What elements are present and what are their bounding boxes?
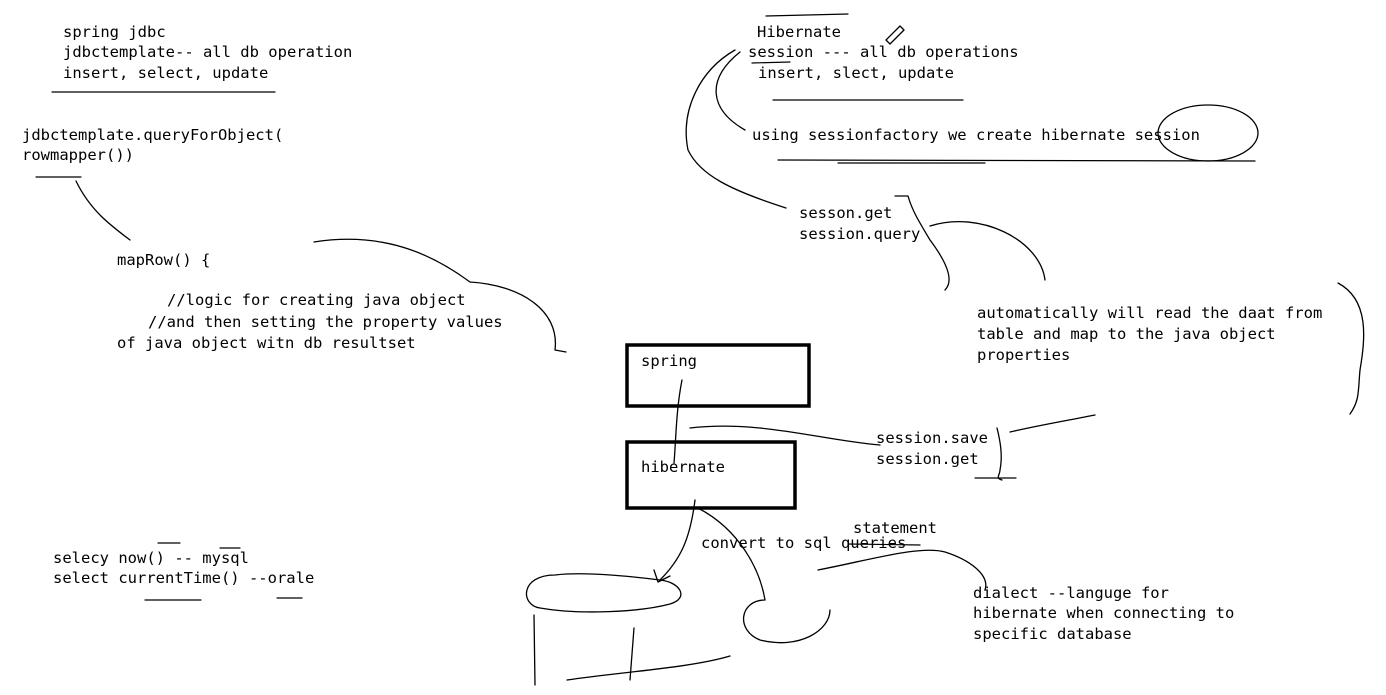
maprow-signature: mapRow() { xyxy=(117,251,211,269)
session-query-line: session.query xyxy=(799,225,921,243)
dialect-line-1: dialect --languge for xyxy=(973,584,1169,602)
jdbctemplate-line: jdbctemplate-- all db operation xyxy=(63,43,353,61)
rowmapper-line: rowmapper()) xyxy=(22,146,134,164)
db-top-ellipse xyxy=(525,573,682,613)
spring-box-label: spring xyxy=(641,352,697,370)
hibernate-to-db-arrow xyxy=(659,499,696,581)
auto-read-line-1: automatically will read the daat from xyxy=(977,304,1323,322)
maprow-comment-3: of java object witn db resultset xyxy=(117,334,416,352)
query-for-object-line: jdbctemplate.queryForObject( xyxy=(22,126,284,144)
auto-read-line-2: table and map to the java object xyxy=(977,325,1276,343)
sql-mysql-line: selecy now() -- mysql xyxy=(53,549,249,567)
session-save-connector xyxy=(689,425,881,446)
hibernate-title: Hibernate xyxy=(757,23,841,41)
crud-ops-line: insert, select, update xyxy=(63,64,269,82)
session-ops-line: session --- all db operations xyxy=(748,43,1019,61)
hibernate-box-label: hibernate xyxy=(641,458,725,476)
arrowhead xyxy=(653,569,671,583)
sessionfactory-line: using sessionfactory we create hibernate… xyxy=(752,126,1200,144)
session-save-line: session.save xyxy=(876,429,988,447)
dialect-line-3: specific database xyxy=(973,625,1132,643)
session-to-factory-curve xyxy=(715,51,746,131)
db-left-side xyxy=(533,614,536,686)
sql-oracle-line: select currentTime() --orale xyxy=(53,569,315,587)
statement-correction: statement xyxy=(853,519,937,537)
hibernate-crud-line: insert, slect, update xyxy=(758,64,954,82)
session-save-brace xyxy=(996,427,1003,481)
dialect-connector xyxy=(817,549,987,591)
session-get-line: sesson.get xyxy=(799,204,893,222)
hibernate-to-db-curve xyxy=(697,507,831,644)
dialect-line-2: hibernate when connecting to xyxy=(973,604,1235,622)
spring-hibernate-connector xyxy=(673,379,683,464)
auto-read-bracket xyxy=(1337,282,1365,415)
hibernate-title-overline xyxy=(765,13,849,17)
db-right-side xyxy=(629,627,635,681)
session-methods-connector xyxy=(929,221,1046,281)
maprow-comment-2: //and then setting the property values xyxy=(148,313,503,331)
db-bottom-curve xyxy=(566,655,731,681)
session-save-curve xyxy=(1009,414,1096,433)
convert-sql-line: convert to sql queries xyxy=(701,534,907,552)
spring-jdbc-line: spring jdbc xyxy=(63,23,166,41)
rowmapper-connector xyxy=(75,180,131,241)
session-get-2-line: session.get xyxy=(876,450,979,468)
auto-read-line-3: properties xyxy=(977,346,1071,364)
maprow-comment-1: //logic for creating java object xyxy=(167,291,466,309)
sessionfactory-underline xyxy=(777,159,1256,162)
